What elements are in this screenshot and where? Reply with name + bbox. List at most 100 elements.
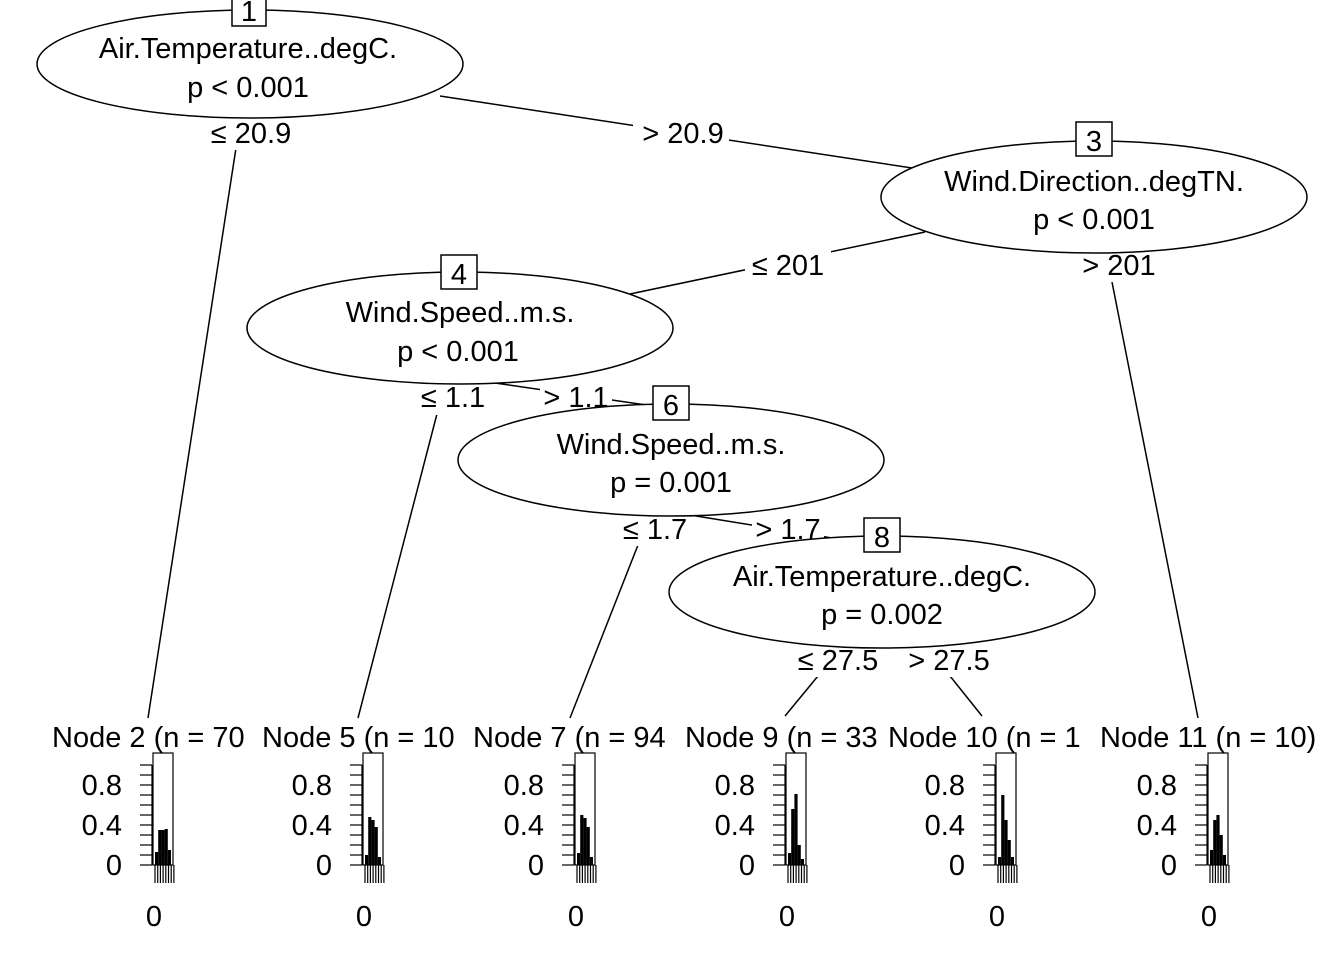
- edge-label-8-10: > 27.5: [908, 645, 989, 677]
- y-tick-label: 0: [316, 850, 332, 882]
- y-tick-label: 0.8: [925, 770, 965, 802]
- y-tick-label: 0.8: [292, 770, 332, 802]
- histogram-bar: [158, 830, 162, 865]
- histogram-bar: [586, 827, 590, 865]
- y-tick-label: 0.4: [82, 810, 122, 842]
- terminal-title: Node 10 (n = 1: [888, 722, 1081, 754]
- histogram-bar: [1213, 820, 1217, 865]
- histogram-bar: [164, 829, 168, 865]
- histogram-bar: [800, 859, 804, 865]
- edge-label-6-7: ≤ 1.7: [623, 514, 687, 546]
- node-pvalue: p < 0.001: [1033, 204, 1155, 236]
- node-id: 4: [451, 259, 467, 291]
- node-id: 1: [241, 0, 257, 28]
- edge-3-11: [1111, 281, 1199, 719]
- histogram-bar: [1210, 850, 1214, 865]
- edge-label-8-9: ≤ 27.5: [798, 645, 878, 677]
- node-pvalue: p < 0.001: [187, 72, 309, 104]
- histogram-bar: [1216, 815, 1220, 865]
- histogram-bar: [155, 852, 159, 865]
- inner-node-3: Wind.Direction..degTN. p < 0.001 3: [880, 121, 1308, 254]
- edge-label-backgrounds: [203, 116, 1162, 677]
- terminal-title: Node 2 (n = 70: [52, 722, 245, 754]
- edge-label-1-2: ≤ 20.9: [211, 118, 291, 150]
- x-tick-label: 0: [989, 901, 1005, 933]
- histogram-bar: [791, 809, 795, 865]
- histogram-bar: [788, 853, 792, 865]
- edge-label-6-8: > 1.7: [755, 514, 820, 546]
- histogram-bar: [365, 855, 369, 865]
- y-tick-label: 0: [949, 850, 965, 882]
- node-pvalue: p = 0.001: [610, 467, 732, 499]
- histogram-bar: [577, 853, 581, 865]
- node-variable: Air.Temperature..degC.: [733, 561, 1031, 593]
- node-id: 6: [663, 390, 679, 422]
- histogram-bar: [580, 815, 584, 865]
- y-tick-label: 0.8: [715, 770, 755, 802]
- y-tick-label: 0.8: [1137, 770, 1177, 802]
- y-tick-label: 0.4: [925, 810, 965, 842]
- terminal-node-7: Node 7 (n = 94 0 0.4 0.8 0: [473, 722, 666, 933]
- histogram-bar: [1007, 840, 1011, 865]
- edge-1-2: [147, 147, 237, 719]
- terminal-title: Node 9 (n = 33: [685, 722, 878, 754]
- node-variable: Air.Temperature..degC.: [99, 33, 397, 65]
- inner-node-4: Wind.Speed..m.s. p < 0.001 4: [246, 254, 674, 385]
- histogram-bar: [161, 830, 165, 865]
- histogram-bar: [368, 817, 372, 865]
- histogram-bar: [998, 857, 1002, 865]
- histogram-bar: [1219, 835, 1223, 865]
- inner-node-1: Air.Temperature..degC. p < 0.001 1: [36, 0, 464, 119]
- histogram-bar: [797, 845, 801, 865]
- y-tick-label: 0: [528, 850, 544, 882]
- y-tick-label: 0.8: [82, 770, 122, 802]
- node-pvalue: p < 0.001: [397, 336, 519, 368]
- terminal-node-10: Node 10 (n = 1 0 0.4 0.8 0: [888, 722, 1081, 933]
- histogram-bar: [794, 794, 798, 865]
- x-tick-label: 0: [356, 901, 372, 933]
- terminal-title: Node 11 (n = 10): [1100, 722, 1316, 754]
- inner-node-8: Air.Temperature..degC. p = 0.002 8: [668, 517, 1096, 649]
- x-tick-label: 0: [146, 901, 162, 933]
- y-tick-label: 0: [106, 850, 122, 882]
- histogram-bar: [377, 857, 381, 865]
- node-variable: Wind.Direction..degTN.: [944, 166, 1244, 198]
- edge-label-1-3: > 20.9: [642, 118, 723, 150]
- y-tick-label: 0.8: [504, 770, 544, 802]
- edge-label-3-11: > 201: [1082, 250, 1155, 282]
- x-tick-label: 0: [568, 901, 584, 933]
- edge-4-5: [357, 409, 439, 719]
- node-pvalue: p = 0.002: [821, 599, 943, 631]
- y-tick-label: 0: [1161, 850, 1177, 882]
- edge-label-3-4: ≤ 201: [752, 250, 824, 282]
- histogram-bar: [583, 818, 587, 865]
- histogram-bar: [1004, 820, 1008, 865]
- node-id: 3: [1086, 126, 1102, 158]
- y-tick-label: 0.4: [504, 810, 544, 842]
- terminal-title: Node 7 (n = 94: [473, 722, 666, 754]
- histogram-bar: [371, 820, 375, 865]
- terminal-node-2: Node 2 (n = 70 0 0.4 0.8 0: [52, 722, 245, 933]
- y-tick-label: 0.4: [715, 810, 755, 842]
- x-tick-label: 0: [1201, 901, 1217, 933]
- edge-8-10: [949, 675, 983, 717]
- node-variable: Wind.Speed..m.s.: [557, 429, 786, 461]
- histogram-bar: [1001, 795, 1005, 865]
- histogram-bar: [374, 827, 378, 865]
- histogram-bar: [1222, 855, 1226, 865]
- node-id: 8: [874, 522, 890, 554]
- y-tick-label: 0.4: [292, 810, 332, 842]
- histogram-bar: [1010, 857, 1014, 865]
- edge-label-4-5: ≤ 1.1: [421, 382, 485, 414]
- x-tick-label: 0: [779, 901, 795, 933]
- histogram-bar: [589, 857, 593, 865]
- edge-labels: ≤ 20.9 > 20.9 ≤ 201 > 201 ≤ 1.1 > 1.1 ≤ …: [211, 118, 1156, 677]
- edge-8-9: [784, 675, 819, 717]
- inner-node-6: Wind.Speed..m.s. p = 0.001 6: [457, 385, 885, 517]
- node-variable: Wind.Speed..m.s.: [346, 297, 575, 329]
- histogram-bar: [167, 850, 171, 865]
